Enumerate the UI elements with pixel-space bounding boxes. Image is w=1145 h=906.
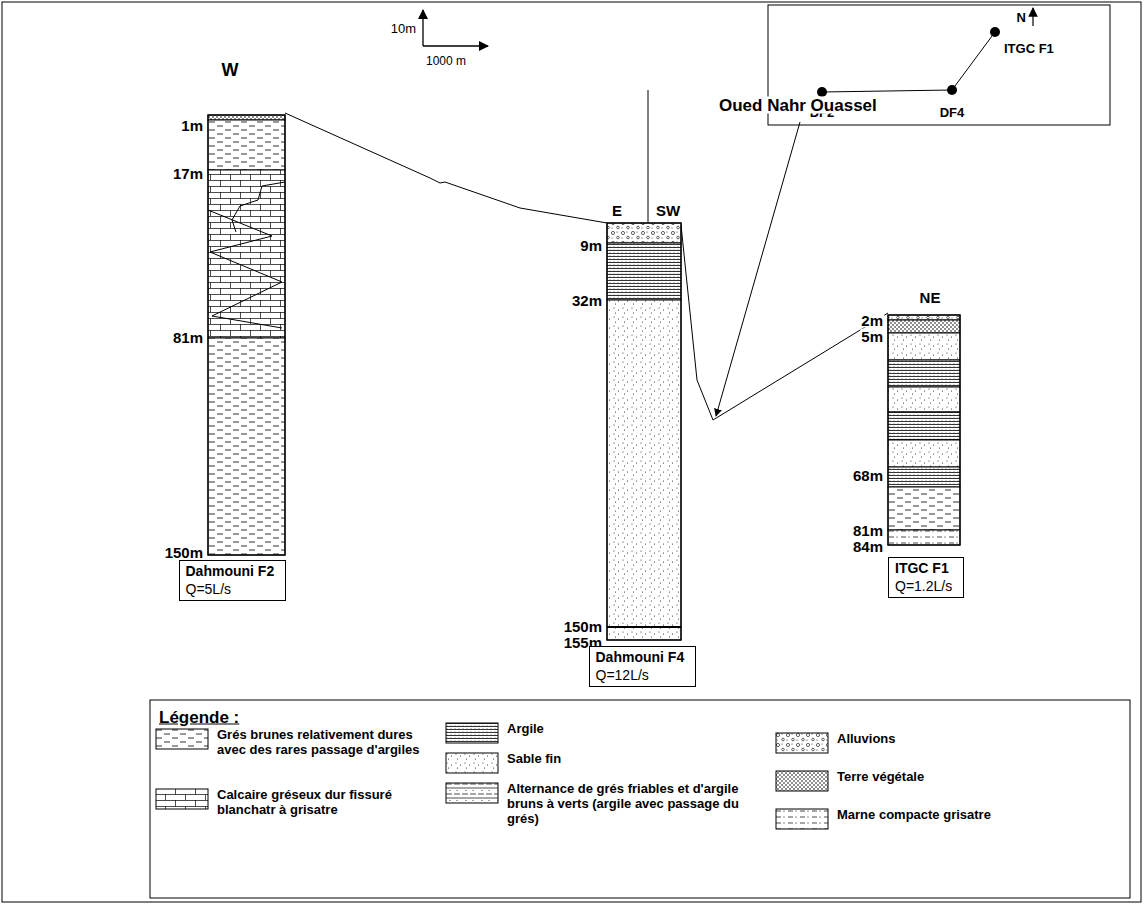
- well-box: Dahmouni F4Q=12L/s: [589, 646, 696, 687]
- legend-title: Légende :: [158, 709, 240, 726]
- legend-swatch: [155, 728, 209, 750]
- depth-label: 2m: [860, 313, 884, 328]
- depth-label: 81m: [172, 330, 204, 345]
- well-name: ITGC F1: [895, 560, 957, 578]
- legend-swatch: [775, 808, 829, 830]
- legend-text: Marne compacte grisatre: [837, 808, 997, 823]
- legend-text: Sable fin: [507, 752, 757, 767]
- depth-label: 68m: [852, 468, 884, 483]
- scale-label: 1000 m: [425, 55, 467, 67]
- legend-text: Grés brunes relativement dures avec des …: [217, 728, 442, 758]
- direction-label: E: [611, 203, 623, 218]
- depth-label: 17m: [172, 166, 204, 181]
- legend-swatch: [775, 732, 829, 754]
- well-name: Dahmouni F2: [186, 563, 279, 581]
- well-name: Dahmouni F4: [596, 649, 689, 667]
- legend-box: [150, 700, 1130, 898]
- depth-label: 1m: [180, 118, 204, 133]
- legend-swatch: [775, 770, 829, 792]
- legend-swatch: [445, 722, 499, 744]
- depth-label: 32m: [571, 293, 603, 308]
- north-label: N: [1016, 11, 1027, 24]
- borehole-log: [888, 315, 960, 545]
- well-box: Dahmouni F2Q=5L/s: [179, 560, 286, 601]
- terrain-profile: [285, 90, 888, 420]
- borehole-log: [208, 115, 285, 555]
- legend-text: Alluvions: [837, 732, 1057, 747]
- legend-text: Alternance de grés friables et d'argile …: [507, 782, 757, 827]
- borehole-log: [607, 223, 681, 640]
- depth-label: 5m: [860, 329, 884, 344]
- well-box: ITGC F1Q=1.2L/s: [888, 557, 964, 598]
- legend-swatch: [445, 782, 499, 804]
- scale-label: 10m: [390, 22, 417, 35]
- legend-swatch: [155, 788, 209, 810]
- direction-label: W: [221, 61, 240, 79]
- depth-label: 81m: [852, 523, 884, 538]
- depth-label: 9m: [579, 238, 603, 253]
- direction-label: NE: [919, 290, 942, 305]
- direction-label: SW: [655, 203, 681, 218]
- river-label: Oued Nahr Ouassel: [718, 97, 878, 114]
- legend-text: Calcaire gréseux dur fissuré blanchatr à…: [217, 788, 442, 818]
- legend-text: Argile: [507, 722, 757, 737]
- flow-rate: Q=1.2L/s: [895, 578, 957, 596]
- depth-label: 150m: [164, 545, 204, 560]
- depth-label: 150m: [563, 619, 603, 634]
- well-name: ITGC F1: [1003, 42, 1055, 55]
- depth-label: 84m: [852, 539, 884, 554]
- flow-rate: Q=5L/s: [186, 581, 279, 599]
- legend-text: Terre végétale: [837, 770, 1057, 785]
- flow-rate: Q=12L/s: [596, 667, 689, 685]
- legend-swatch: [445, 752, 499, 774]
- well-name: DF4: [939, 106, 966, 119]
- scale-bar: [423, 10, 488, 46]
